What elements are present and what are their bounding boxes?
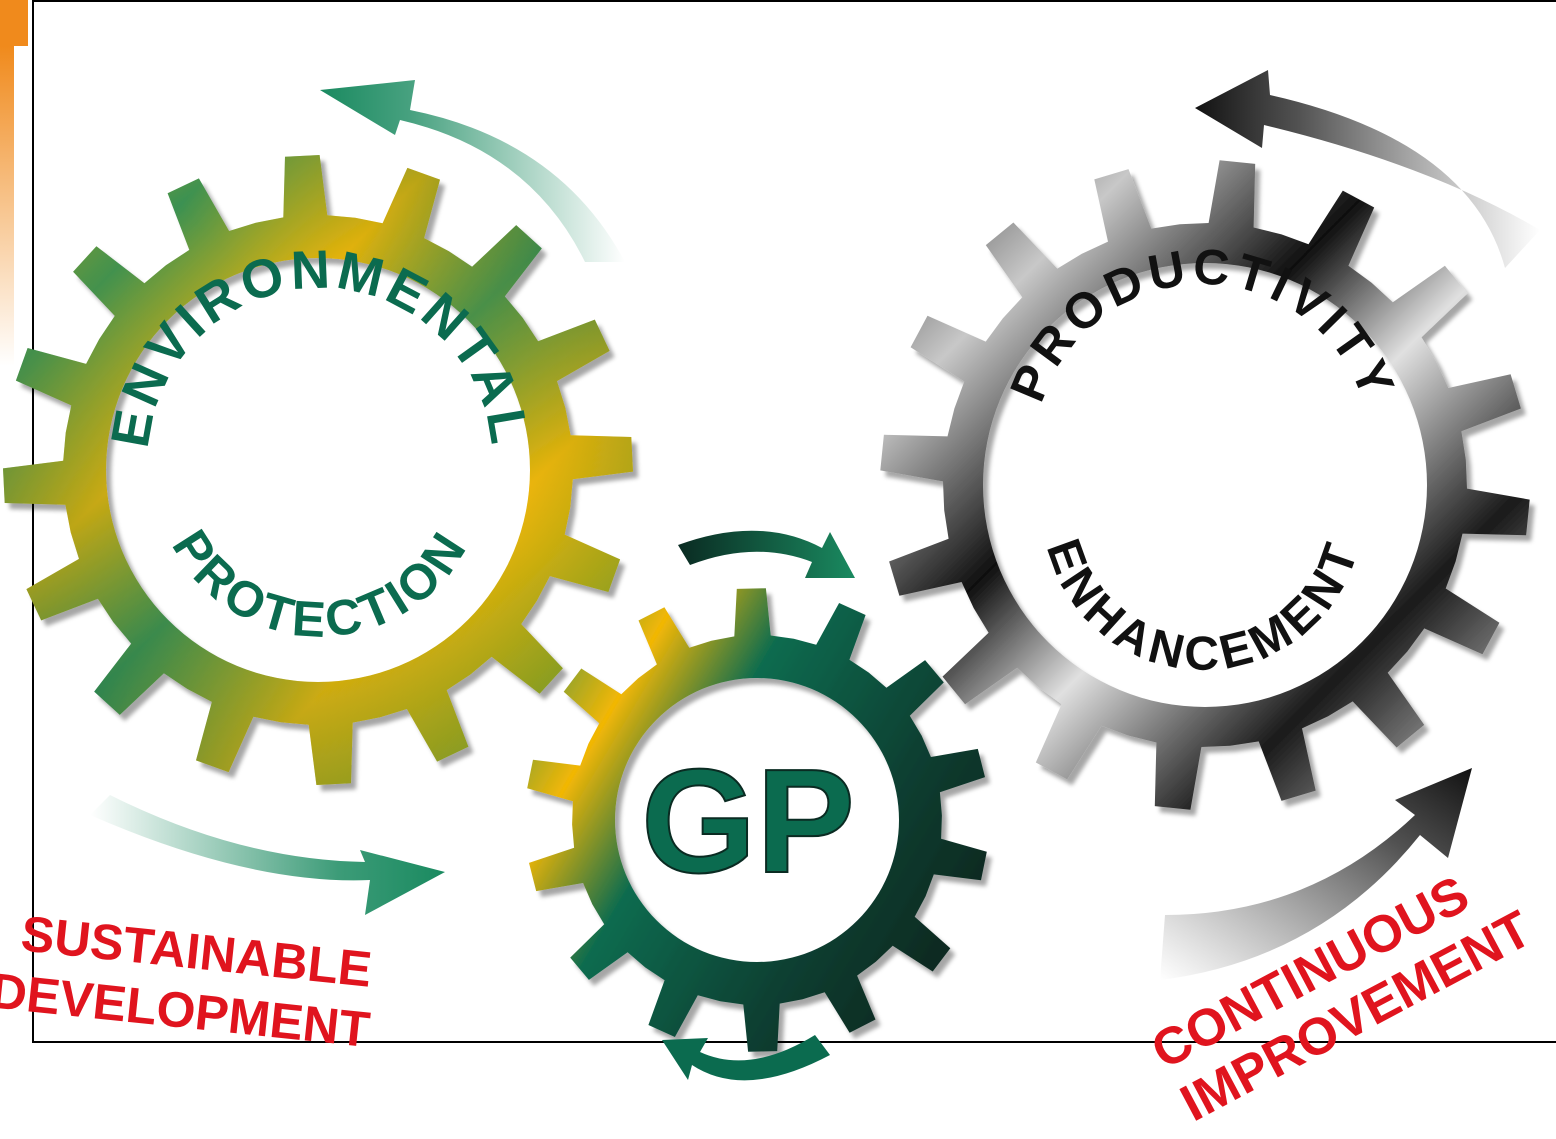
gp-gear <box>527 588 987 1052</box>
sustainable-development-caption: SUSTAINABLE DEVELOPMENT <box>0 905 374 1058</box>
environmental-gear <box>3 155 633 785</box>
orange-edge-accent <box>0 46 14 366</box>
productivity-bottom-text: ENHANCEMENT <box>1036 533 1370 681</box>
top-right-curved-arrow <box>1195 70 1540 268</box>
bottom-right-curved-arrow <box>1160 768 1472 980</box>
environmental-bottom-text: PROTECTION <box>162 520 479 648</box>
productivity-gear <box>880 160 1530 810</box>
gp-label: GP <box>641 739 855 904</box>
bottom-left-curved-arrow <box>90 795 445 915</box>
frame-top-line <box>32 0 1556 2</box>
gp-bottom-arrow <box>662 1035 830 1081</box>
frame-left-line <box>32 0 34 1043</box>
orange-corner-accent <box>0 0 28 46</box>
gp-top-arrow <box>678 530 855 578</box>
frame-bottom-line <box>32 1041 1556 1043</box>
top-left-curved-arrow <box>320 80 625 262</box>
